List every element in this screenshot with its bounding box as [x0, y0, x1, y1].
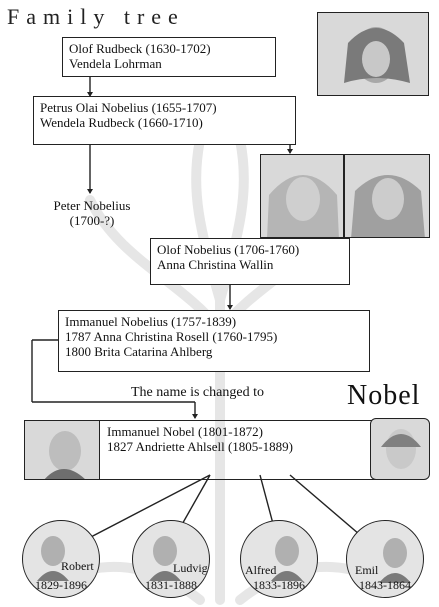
gen1-box: Olof Rudbeck (1630-1702) Vendela Lohrman: [62, 37, 276, 77]
gen3-line2: Anna Christina Wallin: [157, 257, 274, 272]
gen4-box: Immanuel Nobelius (1757-1839) 1787 Anna …: [58, 310, 370, 372]
child-robert: Robert 1829-1896: [22, 520, 100, 598]
gen2-box: Petrus Olai Nobelius (1655-1707) Wendela…: [33, 96, 296, 145]
gen1-line1: Olof Rudbeck (1630-1702): [69, 41, 211, 56]
gen4-line1: Immanuel Nobelius (1757-1839): [65, 314, 237, 329]
portrait-olof-rudbeck: [317, 12, 429, 96]
gen1-line2: Vendela Lohrman: [69, 56, 162, 71]
gen3-box: Olof Nobelius (1706-1760) Anna Christina…: [150, 238, 350, 285]
child-ludvig-years: 1831-1888: [145, 578, 197, 592]
gen5-line2: 1827 Andriette Ahlsell (1805-1889): [107, 439, 293, 454]
child-ludvig: Ludvig 1831-1888: [132, 520, 210, 598]
gen4-line3: 1800 Brita Catarina Ahlberg: [65, 344, 213, 359]
gen2-line2: Wendela Rudbeck (1660-1710): [40, 115, 203, 130]
gen5-box: Immanuel Nobel (1801-1872) 1827 Andriett…: [24, 420, 424, 480]
portrait-anna-wallin: [344, 154, 430, 238]
child-emil: Emil 1843-1864: [346, 520, 424, 598]
peter-line1: Peter Nobelius: [53, 198, 131, 213]
peter-nobelius: Peter Nobelius (1700-?): [38, 198, 146, 228]
portrait-olof-nobelius: [260, 154, 344, 238]
child-emil-name: Emil: [355, 563, 379, 577]
portrait-andriette-ahlsell: [370, 418, 430, 480]
gen5-line1: Immanuel Nobel (1801-1872): [107, 424, 263, 439]
child-alfred-years: 1833-1896: [253, 578, 305, 592]
child-alfred-name: Alfred: [245, 563, 277, 577]
child-robert-name: Robert: [61, 559, 94, 573]
name-change-note: The name is changed to: [131, 385, 264, 400]
child-alfred: Alfred 1833-1896: [240, 520, 318, 598]
child-ludvig-name: Ludvig: [173, 561, 208, 575]
gen2-line1: Petrus Olai Nobelius (1655-1707): [40, 100, 217, 115]
portrait-immanuel-nobel: [24, 420, 100, 480]
gen4-line2: 1787 Anna Christina Rosell (1760-1795): [65, 329, 278, 344]
child-robert-years: 1829-1896: [35, 578, 87, 592]
peter-line2: (1700-?): [69, 213, 115, 228]
diagram-title: Family tree: [7, 4, 185, 29]
gen3-line1: Olof Nobelius (1706-1760): [157, 242, 300, 257]
child-emil-years: 1843-1864: [359, 578, 411, 592]
new-surname: Nobel: [347, 380, 421, 411]
